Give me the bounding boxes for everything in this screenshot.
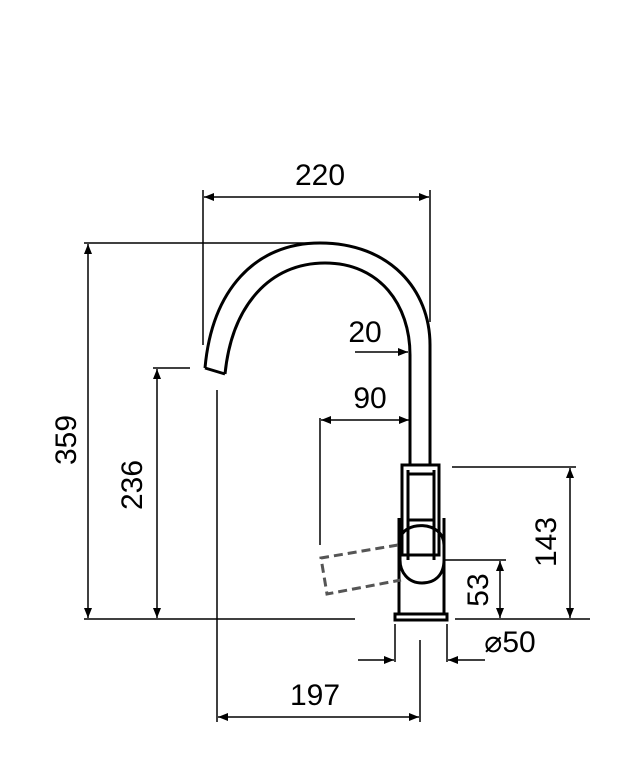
dim-spout-offset: 20 bbox=[348, 316, 381, 349]
dim-body-height: 143 bbox=[530, 517, 563, 567]
lever-handle bbox=[398, 524, 446, 585]
dim-spout-height: 236 bbox=[116, 460, 149, 510]
spout-outer bbox=[203, 241, 432, 465]
spout-tip bbox=[204, 366, 226, 376]
dim-total-height: 359 bbox=[50, 415, 83, 465]
dim-lever-swing: 90 bbox=[353, 382, 386, 415]
faucet bbox=[203, 241, 449, 622]
dim-base-diameter: ⌀50 bbox=[484, 626, 535, 659]
dim-lever-height: 53 bbox=[462, 573, 495, 606]
lever-swung-outline bbox=[319, 543, 402, 596]
dim-center-distance: 197 bbox=[290, 679, 340, 712]
base-plate bbox=[393, 612, 449, 622]
body-inner bbox=[406, 470, 436, 560]
body-top-cap bbox=[400, 463, 441, 557]
spout-inner bbox=[223, 261, 412, 465]
dim-spout-reach: 220 bbox=[295, 159, 345, 192]
dimensions: 220 359 236 20 90 143 53 ⌀50 bbox=[50, 159, 590, 722]
